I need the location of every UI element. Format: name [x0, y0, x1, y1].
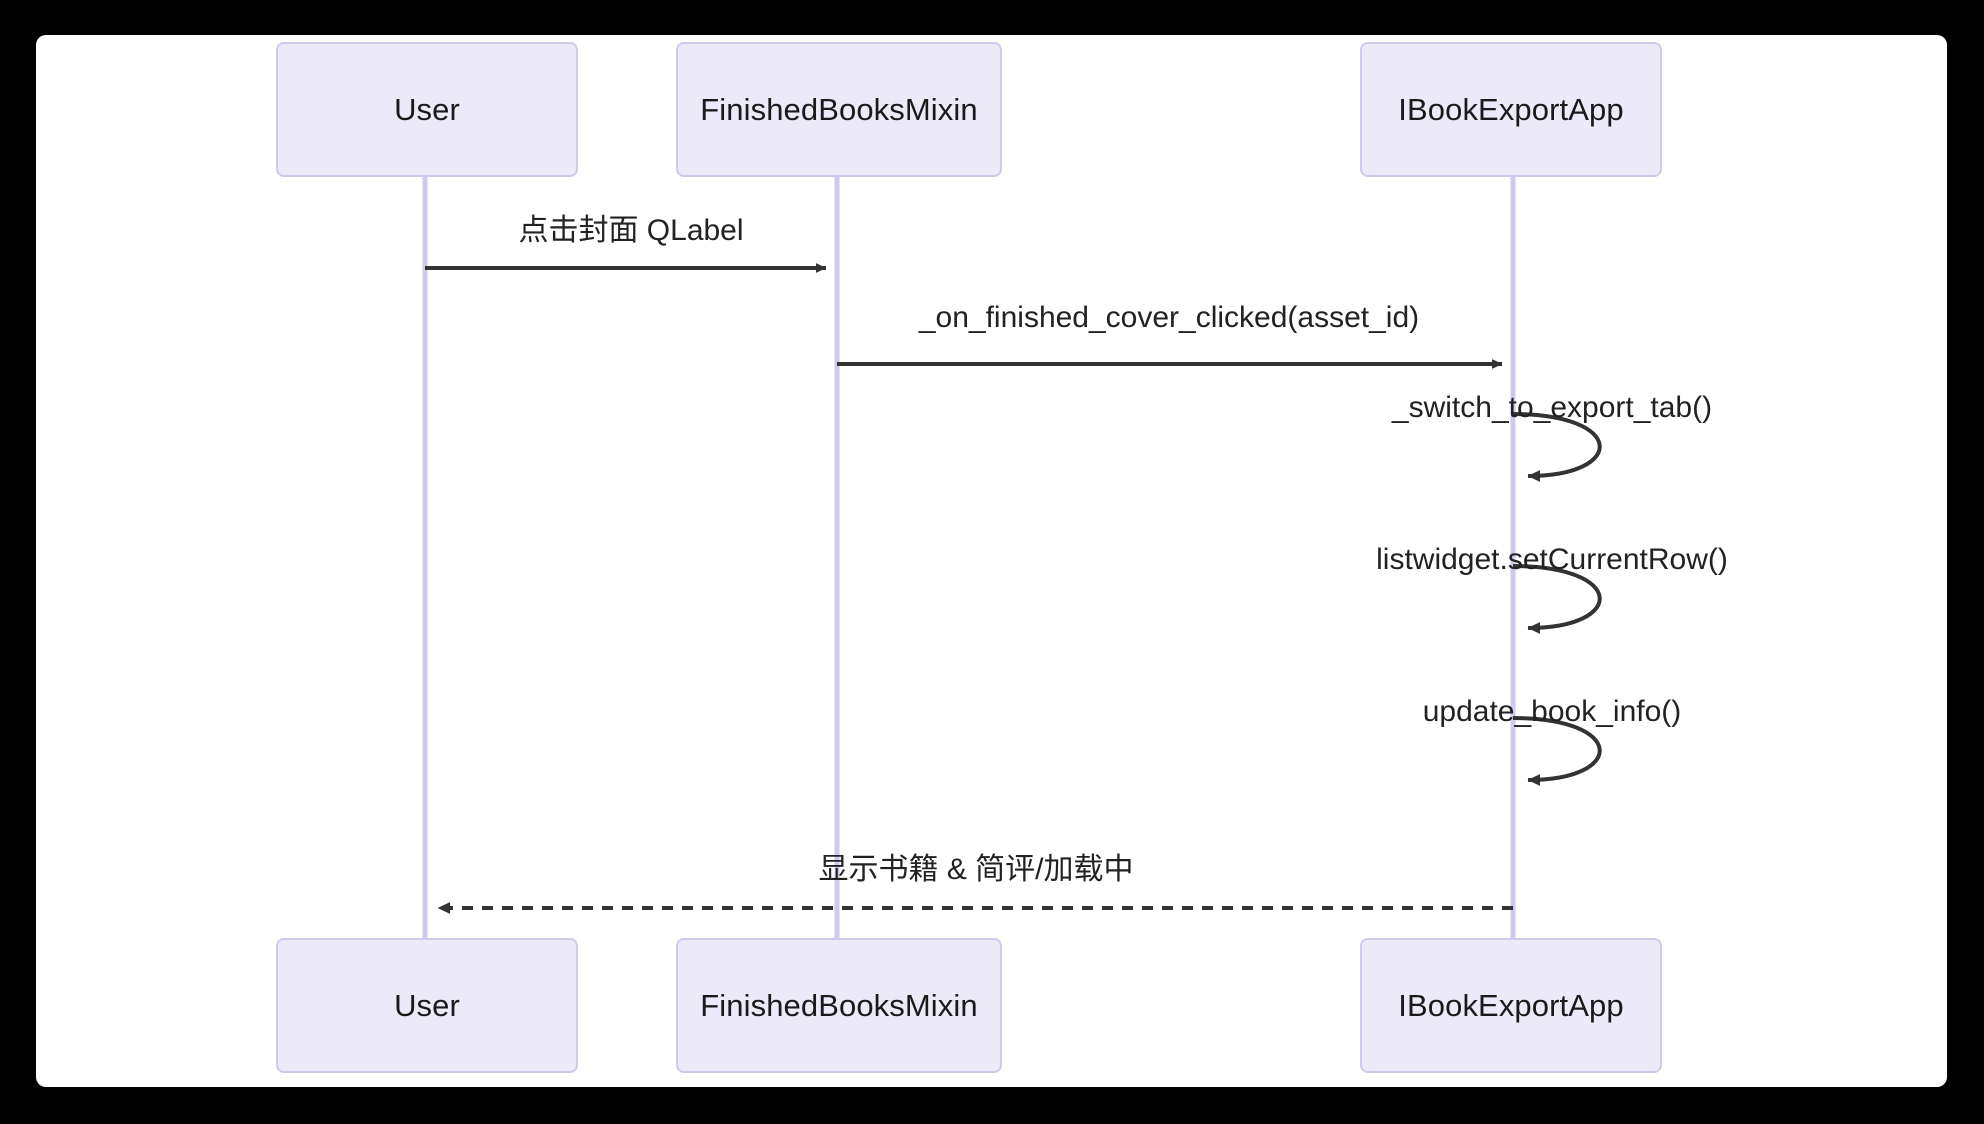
- participant-label-ibookexportapp-bottom: IBookExportApp: [1398, 987, 1624, 1023]
- participant-box-user-bottom[interactable]: User: [276, 938, 578, 1073]
- participant-box-ibookexportapp-top[interactable]: IBookExportApp: [1360, 42, 1662, 177]
- sequence-diagram-graphics: User (dashed return) -->: [422, 177, 1602, 945]
- participant-box-user-top[interactable]: User: [276, 42, 578, 177]
- participant-label-ibookexportapp-top: IBookExportApp: [1398, 91, 1624, 127]
- participant-box-ibookexportapp-bottom[interactable]: IBookExportApp: [1360, 938, 1662, 1073]
- participant-label-user-bottom: User: [394, 987, 460, 1023]
- participant-box-finishedbooksmixin-bottom[interactable]: FinishedBooksMixin: [676, 938, 1002, 1073]
- self-loop-listwidget-setcurrentrow: [1512, 564, 1602, 634]
- message-label-update-book-info: update_book_info(): [1422, 695, 1682, 728]
- message-label-on-finished-cover-clicked: _on_finished_cover_clicked(asset_id): [918, 301, 1420, 334]
- diagram-canvas: User (dashed return) --> User FinishedBo…: [36, 35, 1947, 1087]
- self-loop-update-book-info: [1512, 716, 1602, 786]
- participant-label-finishedbooksmixin-bottom: FinishedBooksMixin: [700, 987, 978, 1023]
- self-loop-switch-to-export-tab: [1512, 412, 1602, 482]
- participant-label-finishedbooksmixin-top: FinishedBooksMixin: [700, 91, 978, 127]
- participant-label-user-top: User: [394, 91, 460, 127]
- message-label-switch-to-export-tab: _switch_to_export_tab(): [1391, 391, 1713, 424]
- message-label-click-cover-qlabel: 点击封面 QLabel: [518, 214, 744, 247]
- participant-box-finishedbooksmixin-top[interactable]: FinishedBooksMixin: [676, 42, 1002, 177]
- message-label-listwidget-setcurrentrow: listwidget.setCurrentRow(): [1376, 543, 1728, 576]
- message-label-show-book-and-review: 显示书籍 & 简评/加载中: [818, 853, 1134, 886]
